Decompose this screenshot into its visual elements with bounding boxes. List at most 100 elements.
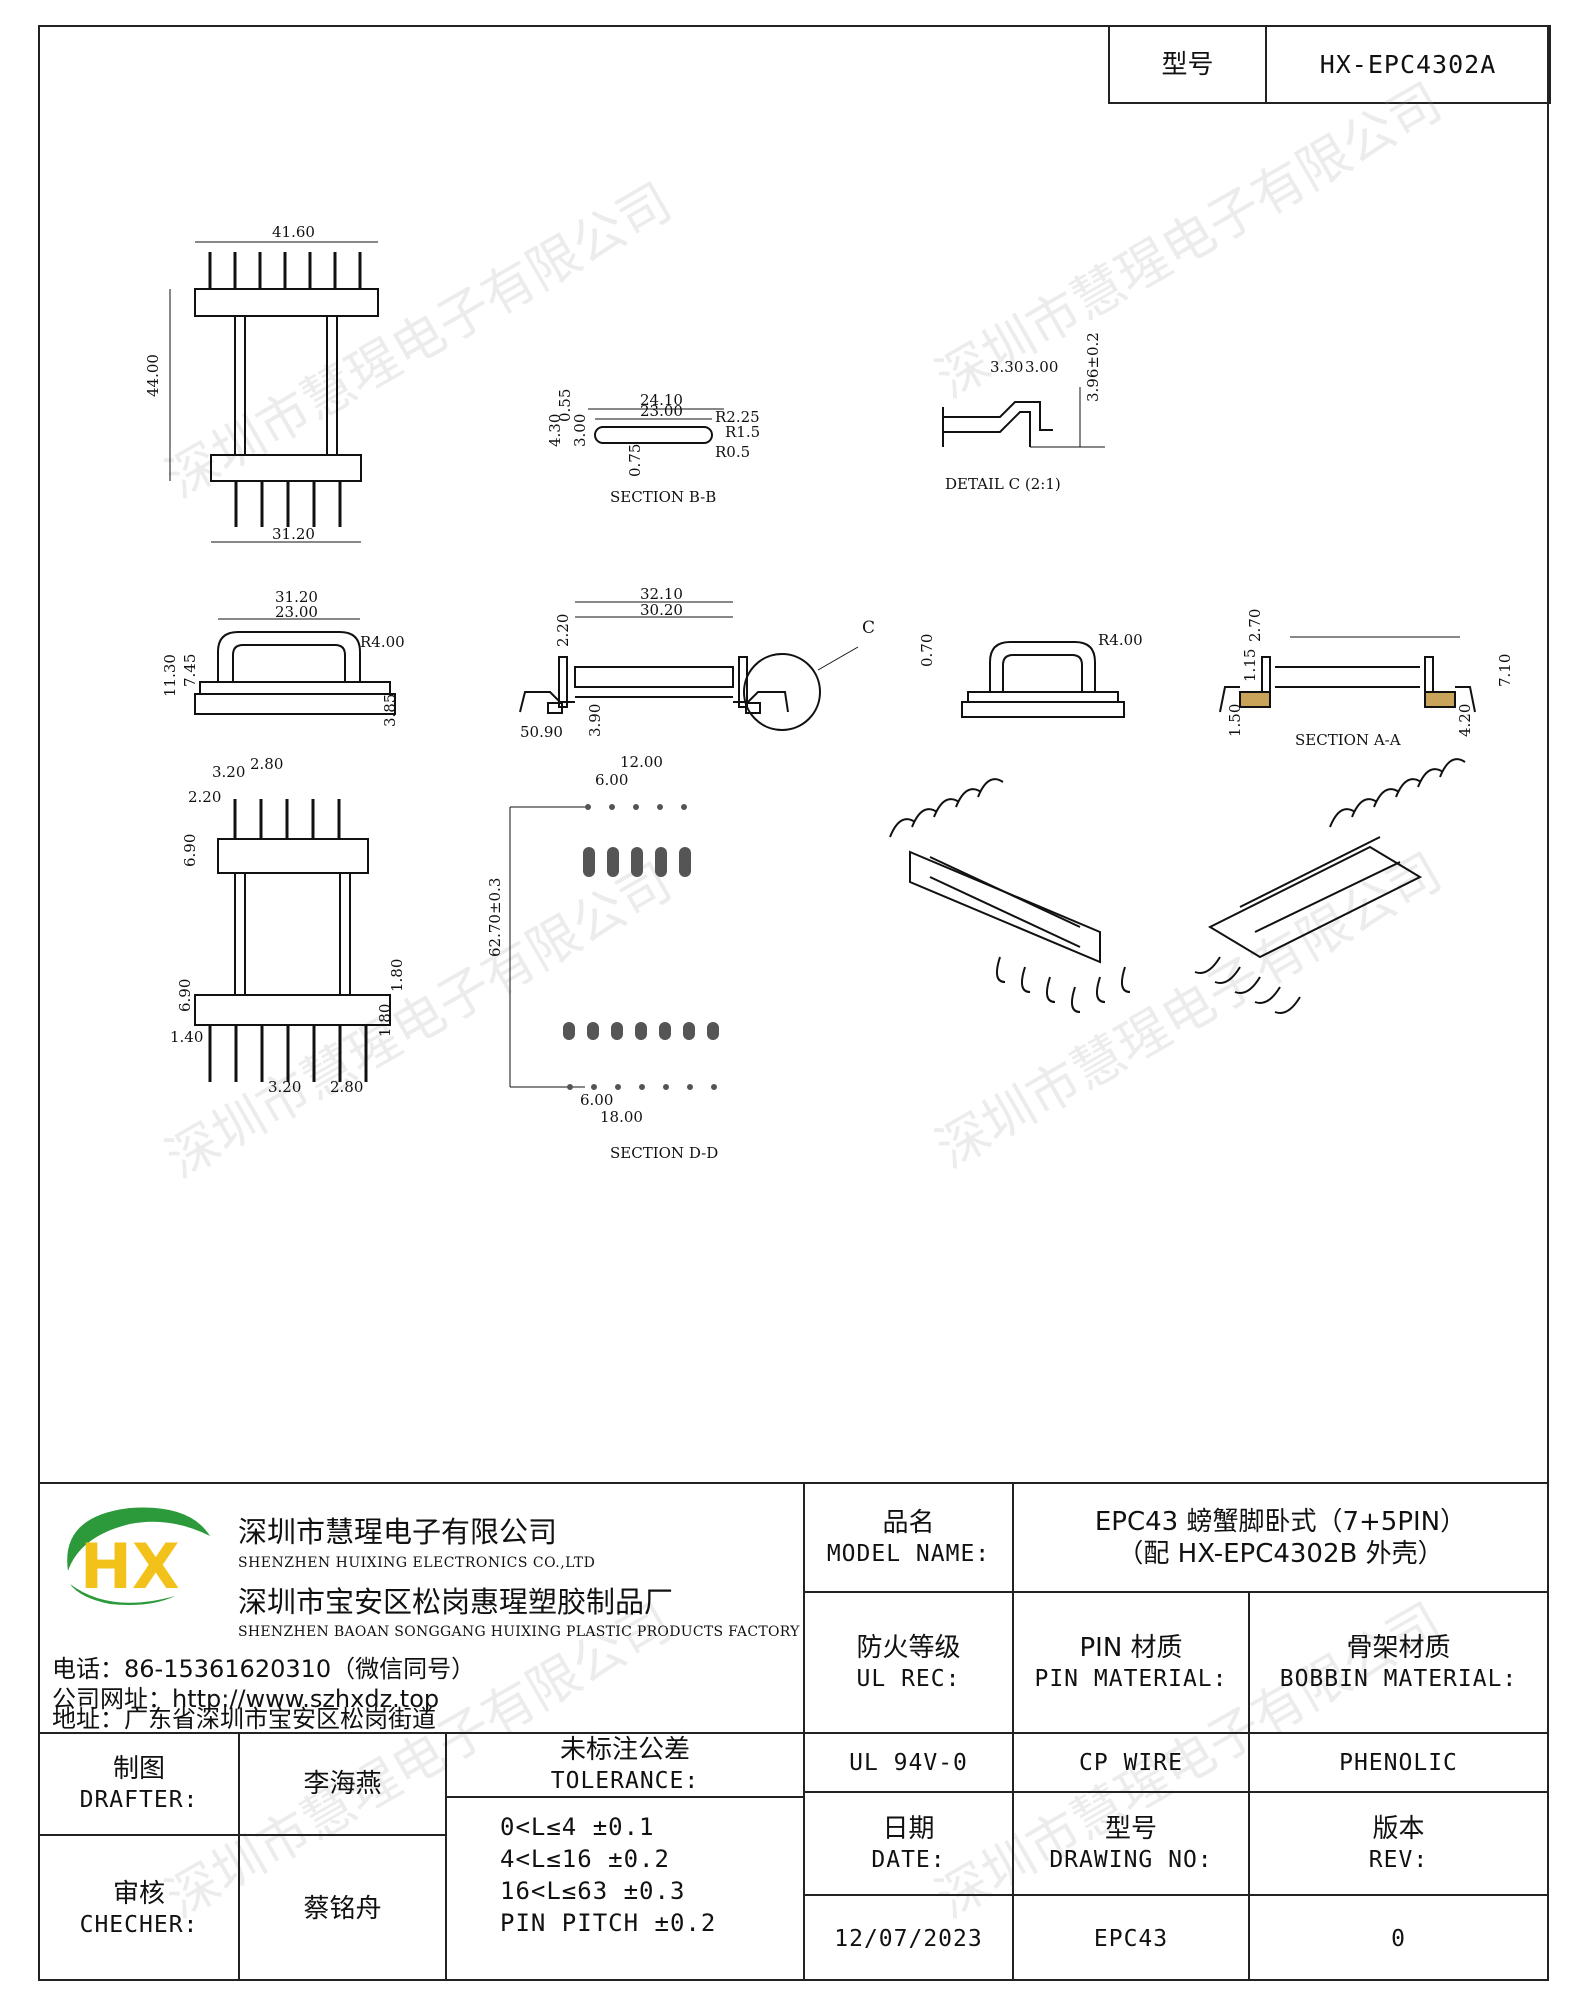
dim-label: 23.00 — [275, 603, 318, 621]
dim-label: 1.80 — [376, 1004, 394, 1037]
date-label: 日期 DATE: — [805, 1793, 1012, 1894]
dim-label: 23.00 — [640, 402, 683, 420]
dim-label: R4.00 — [360, 633, 405, 651]
dim-label: 3.20 — [212, 763, 245, 781]
dim-label: 0.75 — [626, 444, 644, 477]
factory-name-cn: 深圳市宝安区松岗惠瑆塑胶制品厂 — [238, 1585, 674, 1619]
drafter-label-cn: 制图 — [112, 1754, 165, 1784]
checker-name: 蔡铭舟 — [240, 1836, 445, 1981]
pin-material-label-cn: PIN 材质 — [1079, 1632, 1183, 1663]
dim-label: 3.96±0.2 — [1084, 332, 1102, 402]
pin-material-value-text: CP WIRE — [1079, 1749, 1183, 1776]
section-dd — [509, 804, 719, 1090]
tolerance-label: 未标注公差 TOLERANCE: — [447, 1734, 803, 1796]
dim-label: 3.00 — [1025, 358, 1058, 376]
factory-name-en: SHENZHEN BAOAN SONGGANG HUIXING PLASTIC … — [238, 1624, 800, 1640]
ul-rec-value-text: UL 94V-0 — [849, 1749, 968, 1776]
revision-label-en: REV: — [1368, 1846, 1429, 1873]
drawing-no-label-en: DRAWING NO: — [1049, 1846, 1213, 1873]
ul-rec-label-en: UL REC: — [856, 1665, 961, 1692]
dim-label: 1.15 — [1241, 649, 1259, 682]
company-address: 地址：广东省深圳市宝安区松岗街道 — [52, 1705, 436, 1733]
side-view — [519, 601, 859, 731]
top-model-value: HX-EPC4302A — [1319, 50, 1497, 79]
tolerance-row: 16<L≤63 ±0.3 — [500, 1877, 686, 1905]
drafter-name: 李海燕 — [240, 1734, 445, 1834]
drawing-no-value-text: EPC43 — [1093, 1925, 1169, 1952]
checker-name-text: 蔡铭舟 — [303, 1893, 382, 1924]
dim-label: 2.20 — [554, 614, 572, 647]
date-value-text: 12/07/2023 — [834, 1925, 983, 1952]
section-aa — [1219, 636, 1476, 713]
tolerance-row: PIN PITCH ±0.2 — [500, 1909, 717, 1937]
dim-label: 4.30 — [546, 414, 564, 447]
dim-label: 32.10 — [640, 585, 683, 603]
dim-label: R4.00 — [1098, 631, 1143, 649]
dim-label: 6.90 — [176, 979, 194, 1012]
dim-label: 1.40 — [170, 1028, 203, 1046]
model-name-label-cn: 品名 — [882, 1507, 935, 1538]
section-aa-caption: SECTION A-A — [1295, 731, 1401, 749]
drawing-no-label: 型号 DRAWING NO: — [1014, 1793, 1248, 1894]
top-model-label: 型号 — [1161, 49, 1214, 80]
front-view — [194, 618, 396, 715]
revision-value-text: 0 — [1391, 1925, 1406, 1952]
drafter-label: 制图 DRAFTER: — [40, 1734, 238, 1834]
title-block: HX 深圳市慧瑆电子有限公司 SHENZHEN HUIXING ELECTRON… — [40, 1482, 1547, 1981]
checker-label-en: CHECHER: — [79, 1911, 199, 1938]
ul-rec-value: UL 94V-0 — [805, 1734, 1012, 1791]
dim-label: 1.50 — [1226, 704, 1244, 737]
dim-label: 2.80 — [250, 755, 283, 773]
dim-label: 12.00 — [620, 753, 663, 771]
dim-label: 3.85 — [381, 694, 399, 727]
tolerance-row: 4<L≤16 ±0.2 — [500, 1845, 670, 1873]
drawing-sheet: 型号 HX-EPC4302A 深圳市慧瑆电子有限公司 深圳市慧瑆电子有限公司 深… — [38, 25, 1551, 1981]
top-model-box: 型号 HX-EPC4302A — [1108, 25, 1551, 104]
model-name-line2: （配 HX-EPC4302B 外壳） — [1117, 1538, 1444, 1569]
pin-material-label-en: PIN MATERIAL: — [1034, 1665, 1228, 1692]
tolerance-table: 0<L≤4 ±0.1 4<L≤16 ±0.2 16<L≤63 ±0.3 PIN … — [500, 1811, 800, 1939]
revision-label-cn: 版本 — [1372, 1813, 1425, 1844]
ul-rec-label-cn: 防火等级 — [856, 1632, 961, 1663]
dim-label: 30.20 — [640, 601, 683, 619]
dim-label: R1.5 — [725, 423, 760, 441]
dim-label: 44.00 — [144, 354, 162, 397]
dim-label: 31.20 — [272, 525, 315, 543]
bobbin-material-value: PHENOLIC — [1250, 1734, 1547, 1791]
iso-view-right — [1194, 758, 1466, 1014]
revision-value: 0 — [1250, 1896, 1547, 1981]
dim-label: 11.30 — [161, 654, 179, 697]
dim-label: 41.60 — [272, 223, 315, 241]
dim-label: 6.00 — [580, 1091, 613, 1109]
tolerance-row: 0<L≤4 ±0.1 — [500, 1813, 655, 1841]
dim-label: 6.90 — [181, 834, 199, 867]
bobbin-material-value-text: PHENOLIC — [1339, 1749, 1458, 1776]
checker-label-cn: 审核 — [112, 1878, 165, 1909]
logo-text: HX — [80, 1530, 180, 1603]
tolerance-label-cn: 未标注公差 — [559, 1735, 690, 1765]
dim-label: 0.70 — [918, 634, 936, 667]
dim-label: 50.90 — [520, 723, 563, 741]
dim-label: 3.00 — [571, 414, 589, 447]
bottom-view — [194, 799, 391, 1082]
ul-rec-header: 防火等级 UL REC: — [805, 1593, 1012, 1732]
drafter-label-en: DRAFTER: — [79, 1787, 199, 1813]
checker-label: 审核 CHECHER: — [40, 1836, 238, 1981]
dim-label: 6.00 — [595, 771, 628, 789]
top-view — [169, 241, 379, 543]
model-name-label-en: MODEL NAME: — [826, 1540, 991, 1567]
drawing-no-value: EPC43 — [1014, 1896, 1248, 1981]
drawing-no-label-cn: 型号 — [1104, 1813, 1157, 1844]
dim-label: 4.20 — [1456, 704, 1474, 737]
section-dd-caption: SECTION D-D — [610, 1144, 718, 1162]
model-name-line1: EPC43 螃蟹脚卧式（7+5PIN） — [1094, 1506, 1467, 1537]
pin-material-value: CP WIRE — [1014, 1734, 1248, 1791]
company-name-cn: 深圳市慧瑆电子有限公司 — [238, 1515, 558, 1549]
company-name-en: SHENZHEN HUIXING ELECTRONICS CO.,LTD — [238, 1555, 596, 1571]
dim-label: 2.70 — [1246, 609, 1264, 642]
dim-label: 3.20 — [268, 1078, 301, 1096]
date-value: 12/07/2023 — [805, 1896, 1012, 1981]
model-name-value: EPC43 螃蟹脚卧式（7+5PIN） （配 HX-EPC4302B 外壳） — [1014, 1484, 1547, 1591]
dim-label: R0.5 — [715, 443, 750, 461]
dim-label: 62.70±0.3 — [486, 878, 504, 957]
